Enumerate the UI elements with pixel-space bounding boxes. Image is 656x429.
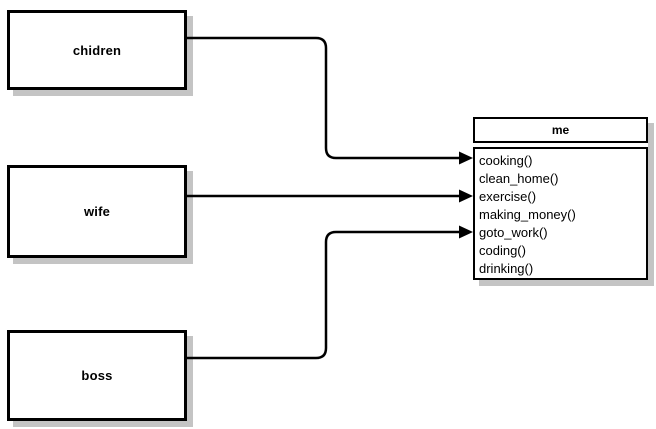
- node-label-wife: wife: [83, 204, 111, 219]
- method-item: exercise(): [479, 189, 537, 204]
- node-chidren[interactable]: chidren: [7, 10, 187, 90]
- arrowhead-boss-to-me: [459, 225, 473, 239]
- arrowhead-wife-to-me: [459, 189, 473, 203]
- class-methods-compartment: cooking() clean_home() exercise() making…: [473, 147, 648, 280]
- arrowhead-chidren-to-me: [459, 151, 473, 165]
- method-item: drinking(): [479, 261, 534, 276]
- class-node-me[interactable]: me cooking() clean_home() exercise() mak…: [473, 117, 648, 280]
- method-item: making_money(): [479, 207, 576, 222]
- connector-chidren-to-me: [187, 36, 462, 160]
- method-item: cooking(): [479, 153, 533, 168]
- method-item: clean_home(): [479, 171, 559, 186]
- class-header-me: me: [473, 117, 648, 143]
- method-item: coding(): [479, 243, 526, 258]
- method-item: goto_work(): [479, 225, 548, 240]
- node-wife[interactable]: wife: [7, 165, 187, 258]
- node-label-chidren: chidren: [72, 42, 122, 58]
- connector-boss-to-me: [187, 230, 462, 360]
- node-label-boss: boss: [81, 368, 113, 383]
- node-boss[interactable]: boss: [7, 330, 187, 421]
- class-name-label: me: [551, 123, 570, 137]
